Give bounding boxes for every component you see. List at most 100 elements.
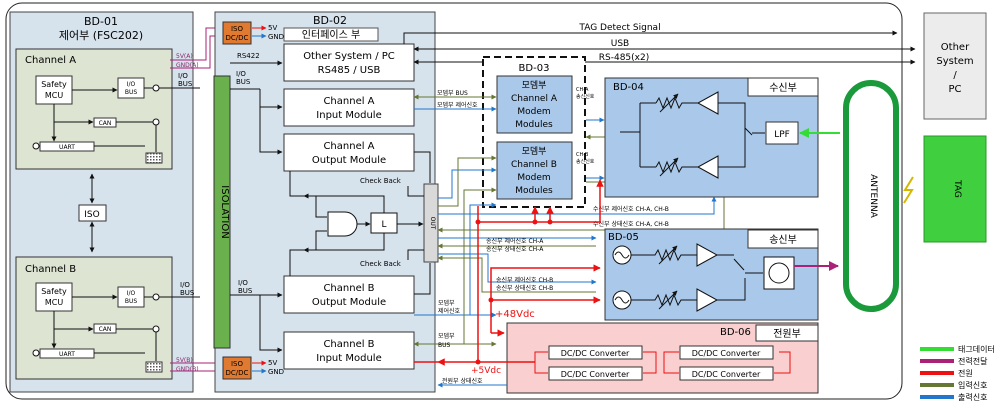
- power-status-label: 전원부 상태신호: [442, 377, 483, 385]
- bd05-title-box: [747, 229, 819, 249]
- v5-label: +5Vdc: [471, 366, 501, 376]
- io-bus-left-b1: I/O: [180, 281, 190, 289]
- iso-dcdc-top: [222, 21, 252, 45]
- junction-b3: [32, 349, 40, 357]
- iso-label: ISO: [84, 210, 99, 220]
- io-bus-b-l1: I/O: [127, 290, 136, 297]
- channel-a-label: Channel A: [25, 55, 76, 66]
- bd04-title-box: [747, 77, 819, 97]
- ch-b-input-l2: Input Module: [316, 353, 381, 364]
- other-system-pc-box: [923, 12, 987, 120]
- iso-dcdc-bottom: [222, 356, 252, 380]
- ch-a-tx-sig-l1: CH-A: [576, 87, 589, 93]
- io-bus-bd02-b2: BUS: [238, 287, 253, 295]
- connector-b: [145, 361, 163, 373]
- ch-a-input-module: [283, 88, 415, 127]
- io-bus-bd02-a2: BUS: [236, 78, 251, 86]
- isolation-bar: [213, 75, 231, 349]
- latch-label: L: [381, 220, 386, 230]
- iso-bottom-gnd: GND: [268, 368, 284, 376]
- modem-b: [496, 141, 573, 200]
- bd06-title: 전원부: [773, 328, 801, 340]
- connector-a: [145, 152, 163, 164]
- io-bus-b-l2: BUS: [125, 298, 138, 305]
- modem-bus-label: 모뎀부 BUS: [437, 90, 468, 97]
- lpf-block: [765, 121, 799, 145]
- junction-a2: [152, 118, 160, 126]
- dcdc-2-label: DC/DC Converter: [561, 370, 630, 379]
- iso-dcdc-top-l2: DC/DC: [226, 34, 249, 42]
- antenna: [843, 80, 899, 312]
- io-bus-left-a1: I/O: [178, 72, 188, 80]
- iso-block: [78, 204, 107, 222]
- bd03-modem-board: BD-03 모뎀부 Channel A Modem Modules 모뎀부 Ch…: [482, 56, 586, 208]
- bd05-title: 송신부: [769, 234, 797, 246]
- lpf-label: LPF: [774, 130, 790, 140]
- safety-mcu-a-l1: Safety: [41, 80, 67, 89]
- bd02-title: 인터페이스 부: [302, 29, 360, 41]
- legend-label-0: 태그데이터: [958, 344, 995, 354]
- modem-b-l1: 모뎀부: [522, 145, 547, 157]
- other-system-module: [283, 43, 415, 82]
- tag-box: [923, 135, 987, 243]
- ch-a-output-module: [283, 133, 415, 172]
- rs422-label: RS422: [237, 52, 260, 60]
- bd04-receiver-board: BD-04 수신부 LPF: [604, 77, 840, 198]
- junction-a3: [32, 142, 40, 150]
- ch-b-input-l1: Channel B: [323, 339, 374, 350]
- ch-b-output-module: [283, 275, 415, 314]
- modem-b-l3: Modem: [517, 173, 550, 183]
- dcdc-4: [679, 366, 774, 381]
- legend-label-2: 전원: [958, 368, 973, 378]
- other-system-r2: System: [936, 56, 973, 67]
- uart-b-label: UART: [59, 351, 75, 358]
- channel-b-label: Channel B: [25, 264, 76, 275]
- v48-label: +48Vdc: [495, 309, 535, 320]
- legend: 태그데이터 전력전달 전원 입력신호 출력신호: [920, 344, 995, 402]
- junction-a1: [152, 84, 160, 92]
- ch-a-output-l2: Output Module: [312, 155, 386, 166]
- pin-5v-b: 5V(B): [176, 357, 193, 364]
- circulator-icon: [768, 262, 790, 284]
- other-system-r1: Other: [941, 42, 970, 53]
- pin-5v-a: 5V(A): [176, 53, 193, 60]
- bd04-id: BD-04: [613, 82, 644, 93]
- other-system-l2: RS485 / USB: [318, 65, 381, 76]
- tx-ctrl-b-label: 송신부 제어신호 CH-B: [496, 276, 553, 284]
- bd02-title-box: [283, 27, 379, 42]
- bd01-title: 제어부 (FSC202): [59, 29, 143, 42]
- modem-a-l3: Modem: [517, 107, 550, 117]
- modem-a: [496, 75, 573, 134]
- iso-bottom-5v: 5V: [268, 359, 277, 367]
- modem-bus-v1: 모뎀부: [438, 333, 455, 340]
- bd06-title-box: [755, 324, 819, 342]
- io-bus-bd02-b1: I/O: [238, 279, 248, 287]
- dcdc-1: [548, 345, 643, 360]
- junction-b1: [152, 293, 160, 301]
- ch-b-output-l1: Channel B: [323, 283, 374, 294]
- legend-label-1: 전력전달: [958, 356, 988, 366]
- dcdc-3-label: DC/DC Converter: [692, 349, 761, 358]
- iso-dcdc-top-l1: ISO: [231, 25, 244, 33]
- iso-top-5v: 5V: [268, 24, 277, 32]
- bd01-control-board: BD-01 제어부 (FSC202) Channel A Safety MCU …: [9, 11, 200, 393]
- legend-label-3: 입력신호: [958, 380, 987, 390]
- bd05-transmitter-board: BD-05 송신부: [604, 228, 839, 321]
- ch-a-tx-sig-l2: 송신신호: [576, 93, 595, 100]
- io-bus-a-l1: I/O: [127, 81, 136, 88]
- channel-b-panel: [15, 256, 173, 380]
- safety-mcu-a-l2: MCU: [45, 91, 63, 100]
- bd05-id: BD-05: [608, 232, 639, 243]
- dcdc-2: [548, 366, 643, 381]
- legend-label-4: 출력신호: [958, 392, 987, 402]
- can-a-label: CAN: [99, 120, 112, 127]
- rx-status-label: 수신부 상태신호 CH-A, CH-B: [593, 220, 669, 228]
- bd01-id: BD-01: [84, 15, 118, 28]
- pin-gnd-a: GND(A): [176, 62, 199, 69]
- dcdc-1-label: DC/DC Converter: [561, 349, 630, 358]
- usb-signal: USB: [611, 39, 629, 49]
- bd06-id: BD-06: [720, 327, 751, 338]
- isolation-label: ISOLATION: [219, 185, 230, 238]
- ch-a-input-l1: Channel A: [323, 96, 374, 107]
